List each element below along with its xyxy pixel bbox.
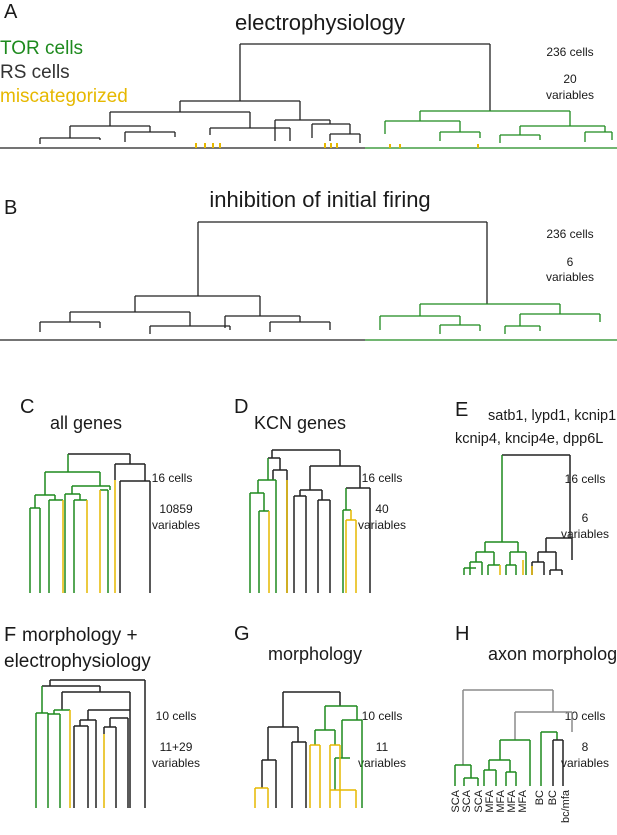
variable-count-g: 11 bbox=[376, 740, 389, 754]
variable-count-b: 6 bbox=[567, 255, 574, 269]
dendrogram-c bbox=[29, 453, 151, 593]
cell-count-d: 16 cells bbox=[362, 471, 403, 485]
legend-rs-cells: RS cells bbox=[0, 62, 70, 83]
panel-b: B inhibition of initial firing 236 cells… bbox=[0, 187, 617, 341]
panel-title-d: KCN genes bbox=[254, 413, 346, 433]
leaf-labels-h: SCA SCA SCA MFA MFA MFA MFA BC BC bc/mfa bbox=[450, 789, 572, 823]
cell-count-b: 236 cells bbox=[546, 227, 593, 241]
leaf-label-h-7: MFA bbox=[517, 789, 529, 812]
cell-count-c: 16 cells bbox=[152, 471, 193, 485]
panel-letter-c: C bbox=[20, 396, 34, 418]
panel-e: E satb1, lypd1, kcnip1, kcnip4, kncip4e,… bbox=[455, 399, 617, 575]
variable-count-a: 20 bbox=[563, 72, 577, 86]
variable-label-c: variables bbox=[152, 518, 200, 532]
dendrogram-e bbox=[463, 454, 573, 575]
leaf-label-h-5: MFA bbox=[495, 789, 507, 812]
panel-title-e-line2: kcnip4, kncip4e, dpp6L bbox=[455, 431, 603, 447]
cell-count-g: 10 cells bbox=[362, 709, 403, 723]
variable-count-d: 40 bbox=[375, 502, 389, 516]
panel-title-b: inhibition of initial firing bbox=[209, 187, 430, 212]
cell-count-a: 236 cells bbox=[546, 45, 593, 59]
dendrogram-g bbox=[254, 691, 363, 808]
panel-letter-e: E bbox=[455, 399, 468, 421]
panel-letter-d: D bbox=[234, 396, 248, 418]
panel-title-f-line2: electrophysiology bbox=[4, 651, 151, 672]
panel-h: H axon morphology 10 cells 8 variables S… bbox=[450, 623, 617, 823]
panel-title-c: all genes bbox=[50, 413, 122, 433]
leaf-label-h-3: SCA bbox=[473, 789, 485, 812]
legend-tor-cells: TOR cells bbox=[0, 38, 83, 59]
panel-letter-h: H bbox=[455, 623, 469, 645]
variable-count-e: 6 bbox=[582, 511, 589, 525]
variable-count-h: 8 bbox=[582, 740, 589, 754]
dendrogram-h bbox=[454, 689, 573, 786]
panel-title-f-line1: morphology + bbox=[22, 625, 138, 646]
variable-label-b: variables bbox=[546, 270, 594, 284]
panel-title-a: electrophysiology bbox=[235, 10, 405, 35]
dendrogram-f bbox=[35, 679, 146, 808]
panel-title-h: axon morphology bbox=[488, 644, 617, 664]
legend-miscategorized: miscategorized bbox=[0, 86, 128, 107]
panel-title-g: morphology bbox=[268, 644, 362, 664]
panel-letter-b: B bbox=[4, 197, 17, 219]
dendrogram-b bbox=[0, 221, 617, 341]
variable-label-a: variables bbox=[546, 88, 594, 102]
panel-d: D KCN genes 16 cells 40 variables bbox=[234, 396, 406, 593]
cell-count-f: 10 cells bbox=[156, 709, 197, 723]
leaf-label-h-2: SCA bbox=[461, 789, 473, 812]
leaf-label-h-8: BC bbox=[534, 790, 546, 805]
leaf-label-h-10: bc/mfa bbox=[560, 789, 572, 823]
leaf-label-h-6: MFA bbox=[506, 789, 518, 812]
panel-c: C all genes 16 cells 10859 variables bbox=[20, 396, 200, 593]
dendrogram-d bbox=[249, 449, 371, 593]
panel-a: A electrophysiology TOR cells RS cells m… bbox=[0, 1, 617, 149]
variable-label-g: variables bbox=[358, 756, 406, 770]
cell-count-h: 10 cells bbox=[565, 709, 606, 723]
leaf-label-h-1: SCA bbox=[450, 789, 462, 812]
panel-g: G morphology 10 cells 11 variables bbox=[234, 623, 406, 808]
panel-f: F morphology + electrophysiology 10 cell… bbox=[4, 624, 200, 808]
leaf-label-h-9: BC bbox=[547, 790, 559, 805]
panel-letter-a: A bbox=[4, 1, 18, 23]
panel-letter-f: F bbox=[4, 624, 16, 646]
variable-label-e: variables bbox=[561, 527, 609, 541]
dendrogram-a bbox=[0, 43, 617, 149]
variable-label-d: variables bbox=[358, 518, 406, 532]
variable-count-c: 10859 bbox=[159, 502, 193, 516]
variable-label-h: variables bbox=[561, 756, 609, 770]
panel-title-e-line1: satb1, lypd1, kcnip1, bbox=[488, 408, 617, 424]
variable-count-f: 11+29 bbox=[160, 740, 193, 754]
variable-label-f: variables bbox=[152, 756, 200, 770]
leaf-label-h-4: MFA bbox=[484, 789, 496, 812]
panel-letter-g: G bbox=[234, 623, 250, 645]
cell-count-e: 16 cells bbox=[565, 472, 606, 486]
